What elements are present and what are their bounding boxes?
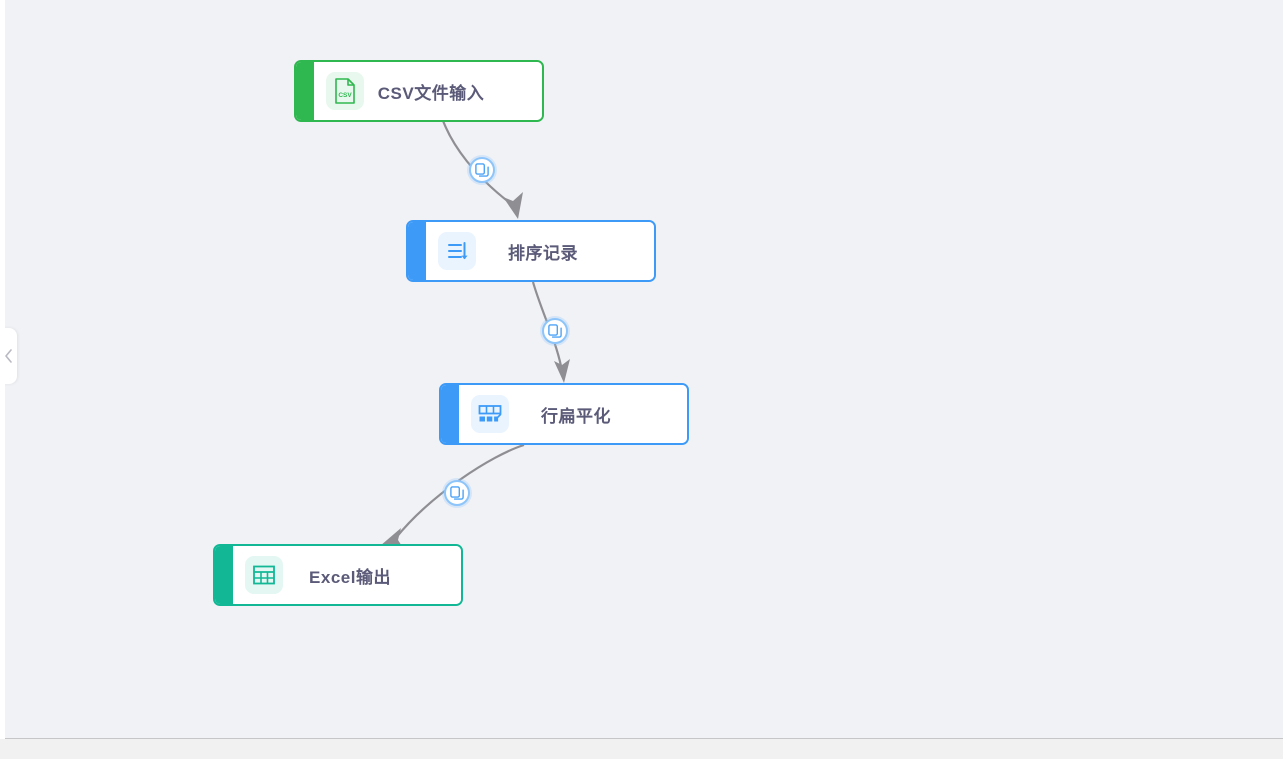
node-csv-input[interactable]: CSV CSV文件输入 [294, 60, 544, 122]
node-title: Excel输出 [309, 567, 391, 587]
node-body: Excel输出 [233, 546, 461, 604]
node-sort-records[interactable]: 排序记录 [406, 220, 656, 282]
node-title: 行扁平化 [541, 406, 611, 426]
workflow-canvas[interactable]: CSV CSV文件输入 [5, 0, 1283, 739]
excel-table-icon [245, 556, 283, 594]
node-title: 排序记录 [508, 243, 578, 263]
svg-text:CSV: CSV [338, 92, 352, 99]
left-gutter [0, 0, 5, 739]
edge-badge-copy-records[interactable] [469, 157, 495, 183]
edge-badge-copy-records[interactable] [542, 318, 568, 344]
edge-layer [380, 117, 570, 551]
bottom-strip [0, 739, 1283, 759]
chevron-left-icon [5, 349, 12, 363]
csv-file-icon: CSV [326, 72, 364, 110]
node-accent-bar [215, 546, 233, 604]
node-body: 行扁平化 [459, 385, 687, 443]
node-accent-bar [296, 62, 314, 120]
node-title: CSV文件输入 [377, 83, 485, 103]
edge-badge-copy-records[interactable] [444, 480, 470, 506]
sort-descending-icon [438, 232, 476, 270]
row-flatten-icon [471, 395, 509, 433]
panel-collapse-handle[interactable] [5, 328, 17, 384]
copy-records-icon [450, 486, 464, 500]
node-accent-bar [441, 385, 459, 443]
copy-records-icon [548, 324, 562, 338]
node-body: 排序记录 [426, 222, 654, 280]
node-body: CSV CSV文件输入 [314, 62, 542, 120]
copy-records-icon [475, 163, 489, 177]
node-row-flatten[interactable]: 行扁平化 [439, 383, 689, 445]
node-accent-bar [408, 222, 426, 280]
node-excel-output[interactable]: Excel输出 [213, 544, 463, 606]
